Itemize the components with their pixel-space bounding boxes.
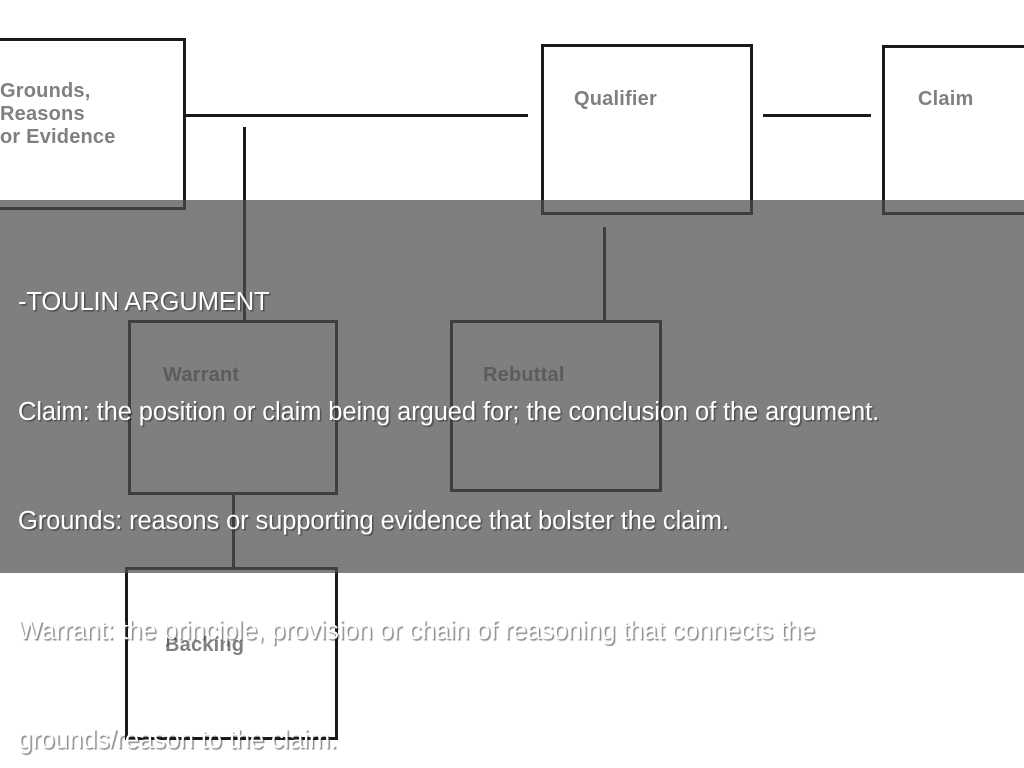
overlay-line-grounds: Grounds: reasons or supporting evidence … [18, 507, 729, 535]
connector-grounds-to-qualifier [186, 114, 528, 117]
node-backing[interactable] [125, 567, 338, 740]
overlay-line-warrant-2: grounds/reason to the claim. [18, 726, 337, 754]
overlay-line-warrant-1: Warrant: the principle, provision or cha… [18, 616, 815, 645]
node-backing-label: Backing [165, 634, 245, 656]
node-qualifier[interactable] [541, 44, 753, 215]
overlay-line-heading: -TOULIN ARGUMENT [18, 288, 270, 316]
node-qualifier-label: Qualifier [574, 88, 657, 110]
node-grounds-label: Grounds, Reasons or Evidence [0, 80, 116, 148]
connector-qualifier-to-claim [763, 114, 871, 117]
text-overlay-panel: -TOULIN ARGUMENT Claim: the position or … [0, 200, 1024, 754]
node-claim-label: Claim [918, 88, 974, 110]
node-claim[interactable] [882, 45, 1024, 215]
toulmin-definitions-text: -TOULIN ARGUMENT Claim: the position or … [18, 211, 1008, 768]
overlay-line-claim: Claim: the position or claim being argue… [18, 397, 880, 426]
